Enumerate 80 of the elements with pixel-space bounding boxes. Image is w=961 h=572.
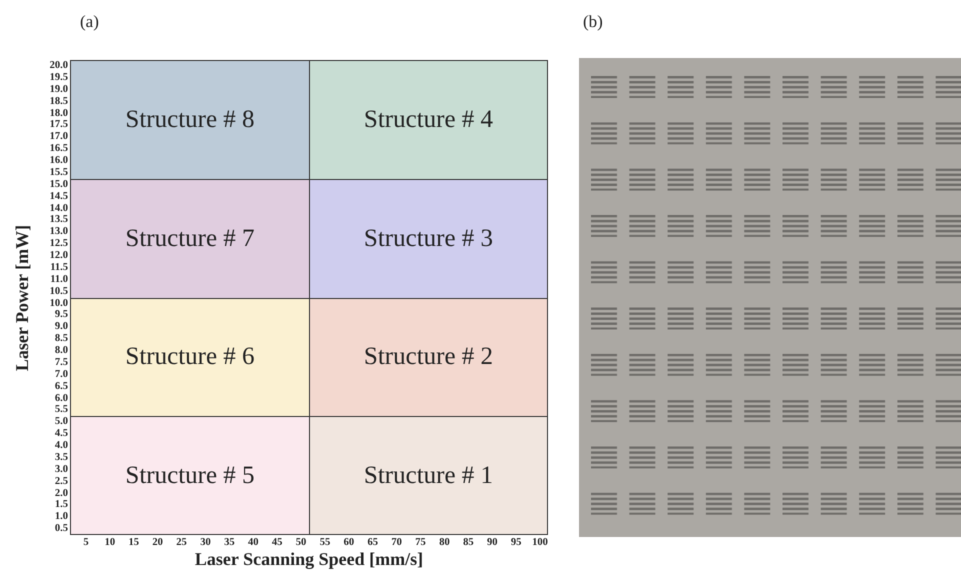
tick-label: 8.0 [54, 346, 68, 356]
tick-label: 11.5 [49, 262, 68, 274]
tick-label: 17.5 [48, 120, 68, 131]
tick-label: 4.0 [54, 441, 68, 452]
parameter-region [70, 178, 310, 298]
region-label: Structure # 4 [364, 106, 494, 134]
tick-label: 20 [151, 538, 164, 548]
parameter-region [70, 60, 310, 180]
tick-label: 3.5 [54, 452, 68, 464]
axis-title: Laser Power [mW] [13, 224, 31, 371]
tick-label: 19.5 [48, 72, 68, 84]
tick-label: 10.0 [48, 298, 68, 309]
tick-label: 14.5 [48, 192, 68, 202]
tick-label: 14.0 [48, 204, 68, 214]
region-label: Structure # 8 [125, 106, 255, 134]
region-label: Structure # 7 [125, 224, 255, 253]
tick-label: 10.5 [48, 286, 68, 298]
region-label: Structure # 1 [364, 462, 494, 490]
tick-label: 18.5 [48, 96, 68, 108]
tick-label: 6.5 [54, 382, 68, 392]
tick-label: 10 [104, 538, 116, 548]
tick-label: 60 [342, 538, 356, 548]
parameter-region [309, 178, 548, 298]
parameter-region [70, 416, 310, 535]
tick-label: 95 [510, 538, 522, 548]
parameter-region [309, 416, 548, 535]
tick-label: 25 [175, 538, 188, 548]
tick-label: 7.5 [54, 358, 68, 368]
tick-label: 65 [366, 538, 379, 548]
tick-label: 30 [199, 538, 212, 548]
region-label: Structure # 6 [125, 343, 255, 372]
panel-label: (b) [583, 13, 603, 30]
tick-label: 12.0 [48, 251, 68, 262]
parameter-region [309, 60, 548, 180]
tick-label: 1.5 [54, 500, 68, 511]
tick-label: 19.0 [48, 84, 68, 96]
tick-label: 20.0 [48, 61, 68, 72]
tick-label: 70 [390, 538, 403, 548]
tick-label: 35 [223, 538, 236, 548]
region-label: Structure # 5 [125, 462, 255, 490]
tick-label: 15 [128, 538, 140, 548]
tick-label: 90 [486, 538, 498, 548]
tick-label: 75 [414, 538, 427, 548]
tick-label: 18.0 [48, 108, 68, 119]
tick-label: 1.0 [54, 512, 68, 523]
tick-label: 80 [438, 538, 451, 548]
tick-label: 6.0 [54, 394, 68, 404]
tick-label: 2.0 [54, 488, 68, 499]
tick-label: 45 [270, 538, 284, 548]
tick-label: 5.0 [54, 417, 68, 428]
tick-label: 5.5 [54, 405, 68, 416]
tick-label: 55 [318, 538, 332, 548]
region-label: Structure # 3 [364, 224, 494, 253]
tick-label: 9.0 [54, 322, 68, 333]
tick-label: 11.0 [49, 274, 68, 286]
tick-label: 5 [82, 538, 90, 548]
tick-label: 8.5 [54, 334, 68, 345]
tick-label: 17.0 [48, 132, 68, 143]
axis-title: Laser Scanning Speed [mm/s] [194, 550, 424, 568]
tick-label: 16.5 [48, 144, 68, 155]
panel-label: (a) [80, 13, 99, 30]
tick-label: 3.0 [54, 464, 68, 476]
tick-label: 0.5 [54, 524, 68, 535]
tick-label: 7.0 [54, 370, 68, 380]
tick-label: 9.5 [54, 310, 68, 321]
tick-label: 50 [294, 538, 308, 548]
parameter-region [70, 298, 310, 418]
tick-label: 2.5 [54, 476, 68, 488]
tick-label: 13.5 [48, 215, 68, 226]
tick-label: 15.0 [48, 180, 68, 190]
tick-label: 40 [247, 538, 260, 548]
tick-label: 13.0 [48, 227, 68, 238]
tick-label: 16.0 [48, 156, 68, 166]
tick-label: 12.5 [48, 239, 68, 250]
tick-label: 85 [462, 538, 475, 548]
tick-label: 15.5 [48, 168, 68, 178]
tick-label: 100 [531, 538, 549, 548]
region-label: Structure # 2 [364, 343, 494, 372]
tick-label: 4.5 [54, 429, 68, 440]
parameter-region [309, 298, 548, 418]
